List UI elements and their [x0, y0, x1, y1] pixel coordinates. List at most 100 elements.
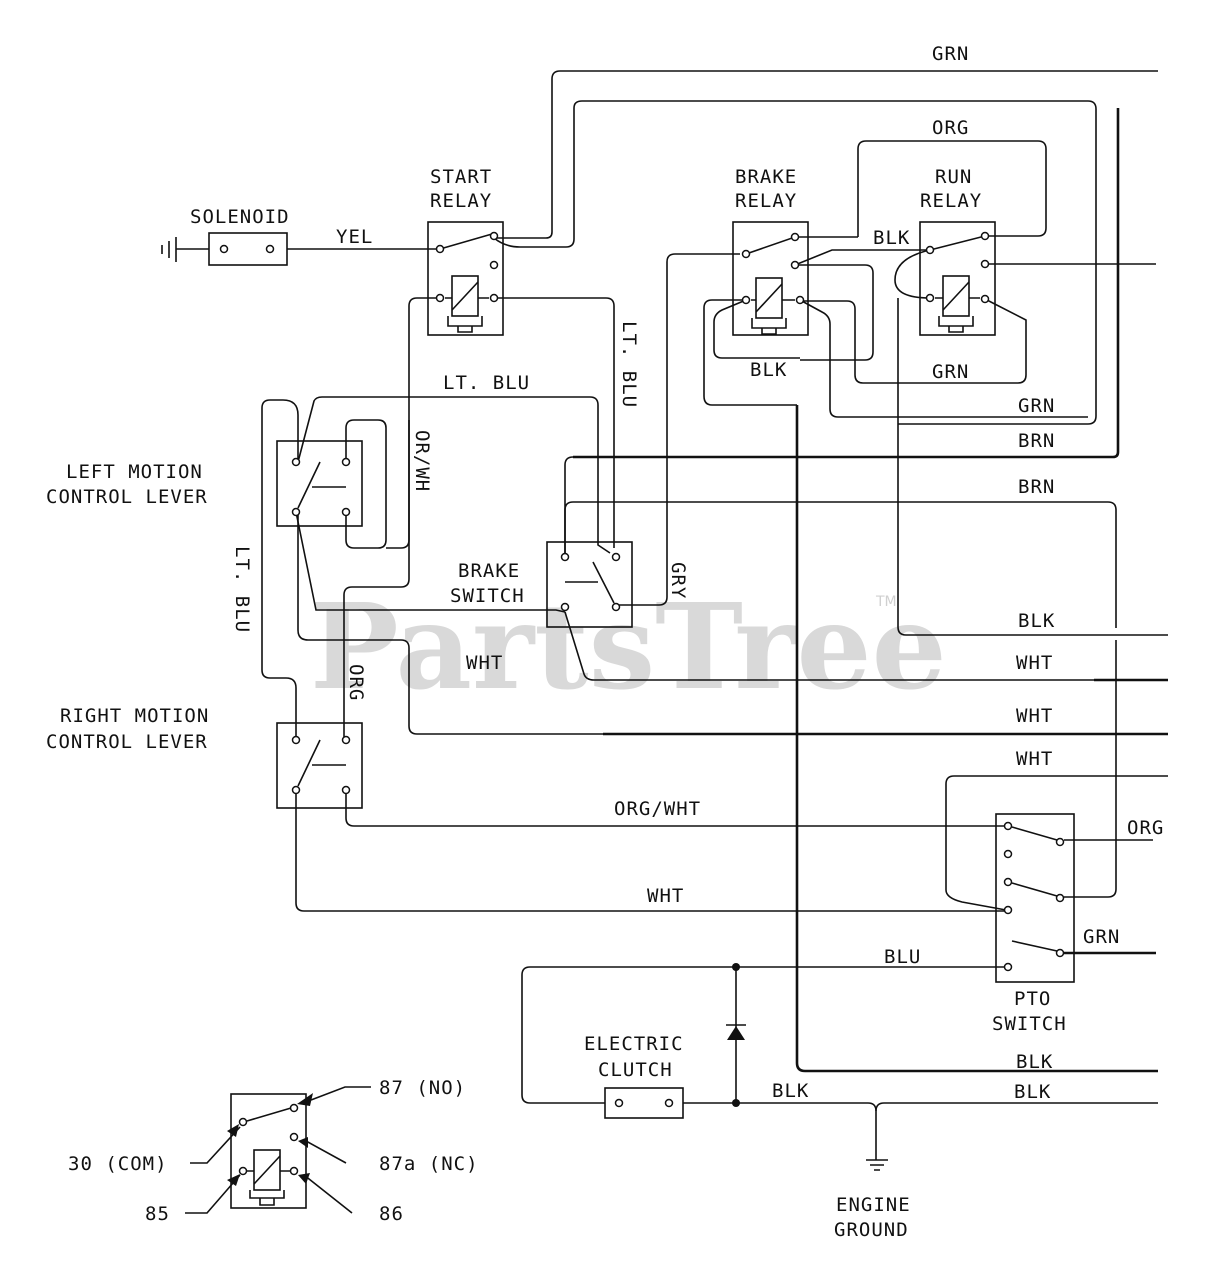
- label-blk-bottom-1: BLK: [1016, 1051, 1053, 1073]
- left-motion-control-lever: LEFT MOTION CONTROL LEVER: [46, 440, 363, 527]
- wire-brake-relay-right: [795, 264, 1027, 384]
- label-grn-top: GRN: [932, 43, 969, 65]
- label-lt-blu-top: LT. BLU: [443, 372, 530, 394]
- wire-blk-bottom: [875, 1102, 1158, 1112]
- wire-wht-1: [564, 611, 1168, 681]
- wire-lt-blu-vert: [494, 297, 615, 548]
- legend-87: 87 (NO): [379, 1077, 466, 1099]
- right-lever-label-1: RIGHT MOTION: [60, 705, 209, 727]
- relay-pin-legend: 87 (NO) 87a (NC) 30 (COM) 85 86: [68, 1077, 479, 1225]
- clutch-label-2: CLUTCH: [598, 1059, 673, 1081]
- wire-brake-relay-contact: [745, 236, 858, 255]
- label-wht-3: WHT: [1016, 705, 1053, 727]
- wire-grn-run-relay: [703, 299, 797, 406]
- wire-org-wht: [345, 790, 1006, 827]
- pto-switch: PTO SWITCH: [992, 813, 1075, 1035]
- wire-org-top: [857, 140, 1047, 237]
- wire-grn-top: [494, 70, 1158, 239]
- wire-gry: [616, 253, 740, 606]
- label-blu: BLU: [884, 946, 921, 968]
- label-yel: YEL: [336, 226, 373, 248]
- wire-run-relay-contact: [929, 235, 986, 251]
- electric-clutch: ELECTRIC CLUTCH: [584, 1033, 684, 1119]
- wire-wht-bold: [603, 678, 1168, 736]
- wire-pto-loop: [1064, 640, 1117, 898]
- wire-lt-blu-left: [261, 399, 299, 738]
- brake-switch-label-2: SWITCH: [450, 585, 525, 607]
- label-blk-bottom-2: BLK: [1014, 1081, 1051, 1103]
- label-brn-2: BRN: [1018, 476, 1055, 498]
- junction-dot: [732, 1099, 740, 1107]
- watermark-text: PartsTree: [310, 577, 947, 716]
- wire-lt-blu-top: [297, 396, 611, 554]
- label-wht-1: WHT: [466, 652, 503, 674]
- start-relay: START RELAY: [427, 166, 504, 336]
- wire-blk-brake-relay: [713, 299, 800, 359]
- label-wht-bottom: WHT: [647, 885, 684, 907]
- engine-ground: ENGINE GROUND: [834, 1159, 911, 1241]
- label-org-vert: ORG: [345, 664, 367, 701]
- wire-brake-switch-loop: [564, 456, 1113, 555]
- label-org-top: ORG: [932, 117, 969, 139]
- wire-wht-2b: [297, 512, 1168, 735]
- start-relay-label-2: RELAY: [430, 190, 492, 212]
- brake-relay-label-1: BRAKE: [735, 166, 797, 188]
- wire-wht-bottom: [295, 790, 1006, 912]
- engine-ground-label-1: ENGINE: [836, 1194, 911, 1216]
- wire-or-wh-loop: [345, 419, 387, 549]
- wire-or-wh: [386, 420, 410, 549]
- wire-brn-2: [564, 501, 1117, 628]
- label-blk-brake-relay: BLK: [750, 359, 787, 381]
- pto-switch-label-2: SWITCH: [992, 1013, 1067, 1035]
- wire-blk-vert: [795, 405, 1158, 1073]
- brake-relay-label-2: RELAY: [735, 190, 797, 212]
- watermark: PartsTree TM: [310, 577, 947, 716]
- label-wht-4: WHT: [1016, 748, 1053, 770]
- junction-dot: [732, 963, 740, 971]
- wire-labels: GRN ORG YEL BLK BLK GRN GRN BRN BRN LT. …: [231, 43, 1164, 1103]
- label-grn-right: GRN: [1018, 395, 1055, 417]
- right-lever-label-2: CONTROL LEVER: [46, 731, 208, 753]
- label-blk-right: BLK: [1018, 610, 1055, 632]
- wire-blk-clutch: [683, 1102, 877, 1160]
- run-relay: RUN RELAY: [919, 166, 996, 336]
- wire-wht-3: [945, 775, 1007, 911]
- solenoid-label: SOLENOID: [190, 206, 290, 228]
- diode: [726, 1024, 746, 1040]
- label-brn-1: BRN: [1018, 430, 1055, 452]
- left-lever-label-1: LEFT MOTION: [66, 461, 203, 483]
- engine-ground-label-2: GROUND: [834, 1219, 909, 1241]
- run-relay-label-1: RUN: [935, 166, 972, 188]
- wire-brn-1: [573, 108, 1120, 459]
- legend-87a: 87a (NC): [379, 1153, 479, 1175]
- label-or-wh: OR/WH: [411, 430, 433, 492]
- wire-blk-right: [897, 298, 1168, 636]
- wires: [261, 70, 1168, 1160]
- label-org-pto: ORG: [1127, 817, 1164, 839]
- label-wht-2: WHT: [1016, 652, 1053, 674]
- legend-30: 30 (COM): [68, 1153, 168, 1175]
- left-lever-label-2: CONTROL LEVER: [46, 486, 208, 508]
- label-blk-clutch: BLK: [772, 1080, 809, 1102]
- legend-86: 86: [379, 1203, 404, 1225]
- brake-relay: BRAKE RELAY: [732, 166, 809, 336]
- wire-start-relay-loop: [493, 100, 1097, 425]
- right-motion-control-lever: RIGHT MOTION CONTROL LEVER: [46, 705, 363, 809]
- start-relay-label-1: START: [430, 166, 492, 188]
- clutch-label-1: ELECTRIC: [584, 1033, 684, 1055]
- wire-start-relay-contact: [439, 233, 493, 250]
- brake-switch: BRAKE SWITCH: [450, 541, 633, 628]
- label-blk-relay: BLK: [873, 227, 910, 249]
- brake-switch-label-1: BRAKE: [458, 560, 520, 582]
- label-org-wht: ORG/WHT: [614, 798, 701, 820]
- watermark-trademark: TM: [875, 594, 897, 610]
- label-grn-pto: GRN: [1083, 926, 1120, 948]
- legend-85: 85: [145, 1203, 170, 1225]
- wire-blu: [521, 966, 1006, 1104]
- pto-switch-label-1: PTO: [1014, 988, 1051, 1010]
- label-lt-blu-left: LT. BLU: [231, 546, 253, 633]
- wire-grn-right: [799, 299, 1088, 418]
- wire-wht-2: [295, 511, 566, 613]
- wire-run-relay-blk: [894, 249, 931, 299]
